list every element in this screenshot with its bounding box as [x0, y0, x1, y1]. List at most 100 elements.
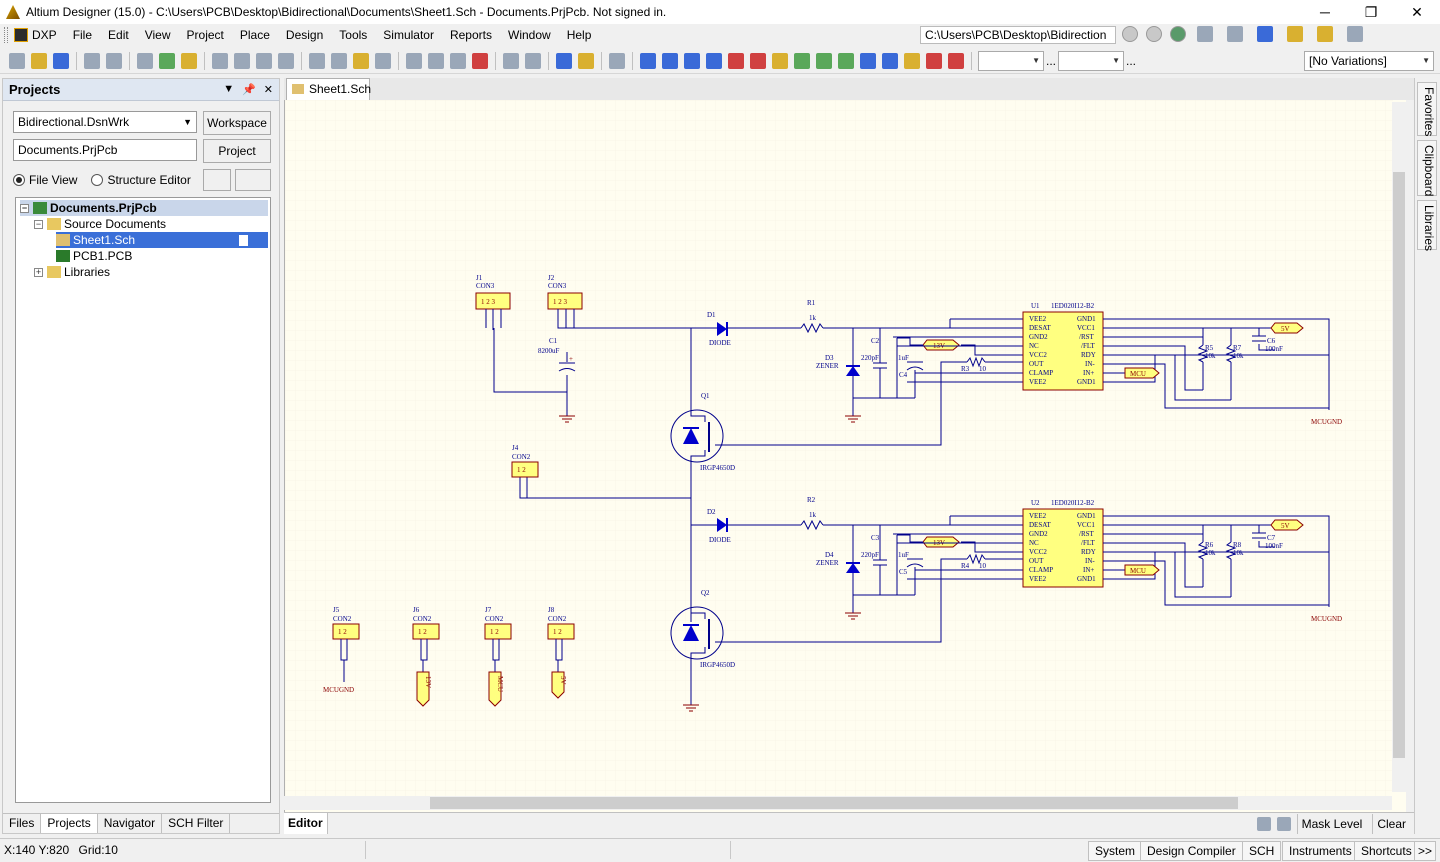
- panel-close-icon[interactable]: ✕: [263, 84, 273, 96]
- cross-probe-icon[interactable]: [578, 52, 594, 69]
- connector-j8[interactable]: J8 CON2 1 2: [547, 606, 575, 640]
- compile-icon[interactable]: [203, 169, 231, 191]
- menu-dxp[interactable]: DXP: [12, 24, 65, 46]
- resistor-r1[interactable]: R1 1k: [800, 299, 824, 334]
- menu-simulator[interactable]: Simulator: [383, 28, 434, 42]
- 3d-view-icon[interactable]: [137, 52, 153, 69]
- align-tools-icon[interactable]: [1227, 26, 1243, 42]
- port-5v-3[interactable]: 5V: [551, 671, 567, 699]
- zoom-selected-icon[interactable]: [256, 52, 272, 69]
- copy-icon[interactable]: [331, 52, 347, 69]
- structure-editor-radio[interactable]: [91, 174, 104, 186]
- place-sheet-entry-icon[interactable]: [816, 52, 832, 69]
- project-options-icon[interactable]: [235, 169, 271, 191]
- igbt-q2[interactable]: Q2 IRGP4650D: [670, 589, 735, 669]
- connector-j7[interactable]: J7 CON2 1 2: [484, 606, 512, 640]
- status-instruments-button[interactable]: Instruments: [1282, 841, 1359, 861]
- close-button[interactable]: ✕: [1411, 3, 1423, 20]
- vertical-scroll-thumb[interactable]: [1393, 172, 1405, 758]
- workspace-button[interactable]: Workspace: [203, 111, 271, 135]
- pin-icon[interactable]: 📌: [242, 84, 256, 96]
- menu-tools[interactable]: Tools: [339, 28, 368, 42]
- cut-icon[interactable]: [309, 52, 325, 69]
- minimize-button[interactable]: ─: [1320, 4, 1330, 20]
- side-tab-clipboard[interactable]: Clipboard: [1417, 140, 1437, 196]
- panel-menu-icon[interactable]: ▼: [223, 83, 235, 95]
- capacitor-c6[interactable]: C6 100nF: [1252, 335, 1283, 353]
- place-directive-icon[interactable]: [948, 52, 964, 69]
- menu-reports[interactable]: Reports: [449, 28, 492, 42]
- vertical-scrollbar[interactable]: [1392, 102, 1406, 792]
- menu-view[interactable]: View: [144, 28, 171, 42]
- power-ports-icon[interactable]: [1257, 26, 1273, 42]
- connector-j1[interactable]: J1 CON3 1 2 3: [475, 274, 511, 310]
- ic-u1[interactable]: U1 1ED020I12-B2 VEE2 DESAT GND2 NC VCC2 …: [1022, 302, 1104, 391]
- igbt-q1[interactable]: Q1 IRGP4650D: [670, 392, 735, 472]
- menu-project[interactable]: Project: [186, 28, 224, 42]
- menu-place[interactable]: Place: [239, 28, 270, 42]
- ic-u2[interactable]: U2 1ED020I12-B2 VEE2 DESAT GND2 NC VCC2 …: [1022, 499, 1104, 588]
- port-13v-1[interactable]: 13V: [922, 339, 960, 351]
- place-net-label-icon[interactable]: [706, 52, 722, 69]
- menu-grip[interactable]: [4, 27, 8, 43]
- tab-files[interactable]: Files: [3, 814, 42, 833]
- port-13v-3[interactable]: 13V: [416, 671, 432, 707]
- side-tab-libraries[interactable]: Libraries: [1417, 200, 1437, 251]
- status-design-compiler-button[interactable]: Design Compiler: [1140, 841, 1243, 861]
- port-mcu-3[interactable]: MCU: [488, 671, 504, 707]
- port-mcu-2[interactable]: MCU: [1124, 564, 1160, 576]
- port-5v-2[interactable]: 5V: [1270, 519, 1304, 531]
- place-vcc-icon[interactable]: [750, 52, 766, 69]
- menu-design[interactable]: Design: [285, 28, 324, 42]
- port-mcu-1[interactable]: MCU: [1124, 367, 1160, 379]
- undo-icon[interactable]: [503, 52, 519, 69]
- resistor-r2[interactable]: R2 1k: [800, 496, 824, 531]
- back-icon[interactable]: [1122, 26, 1138, 42]
- open-folder-icon[interactable]: [31, 52, 47, 69]
- place-gnd-icon[interactable]: [728, 52, 744, 69]
- workspace-select[interactable]: Bidirectional.DsnWrk ▼: [13, 111, 197, 133]
- toolbar-ellipsis-2[interactable]: ...: [1126, 53, 1137, 68]
- port-5v-1[interactable]: 5V: [1270, 322, 1304, 334]
- tab-sch-filter[interactable]: SCH Filter: [162, 814, 231, 833]
- schematic-canvas[interactable]: J1 CON3 1 2 3 J2 CON3 1 2 3 C1 8200uF +: [285, 100, 1393, 796]
- library-browse-icon[interactable]: [609, 52, 625, 69]
- filter-icon[interactable]: [1276, 816, 1291, 831]
- variations-select[interactable]: [No Variations]: [1304, 51, 1434, 71]
- place-bus-entry-icon[interactable]: [684, 52, 700, 69]
- capacitor-c4[interactable]: 1uF C4: [898, 354, 924, 379]
- menu-window[interactable]: Window: [508, 28, 551, 42]
- tree-source-documents[interactable]: − Source Documents: [34, 216, 166, 232]
- place-harness-icon[interactable]: [860, 52, 876, 69]
- forward-icon[interactable]: [1146, 26, 1162, 42]
- project-field[interactable]: Documents.PrjPcb: [13, 139, 197, 161]
- resistor-r3[interactable]: R3 10: [961, 356, 987, 373]
- print-preview-icon[interactable]: [106, 52, 122, 69]
- hierarchy-icon[interactable]: [556, 52, 572, 69]
- mask-level-button[interactable]: Mask Level: [1296, 813, 1367, 834]
- tree-libraries[interactable]: + Libraries: [34, 264, 110, 280]
- menu-help[interactable]: Help: [566, 28, 592, 42]
- grid-icon[interactable]: [1347, 26, 1363, 42]
- collapse-icon[interactable]: −: [34, 218, 43, 229]
- home-icon[interactable]: [1170, 26, 1186, 42]
- menu-file[interactable]: File: [72, 28, 93, 42]
- capacitor-c7[interactable]: C7 100nF: [1252, 532, 1283, 550]
- resistor-r5[interactable]: R5 10k: [1197, 344, 1216, 363]
- status-sch-button[interactable]: SCH: [1242, 841, 1282, 861]
- zoom-area-icon[interactable]: [234, 52, 250, 69]
- save-icon[interactable]: [53, 52, 69, 69]
- resistor-r8[interactable]: R8 10k: [1225, 541, 1244, 560]
- rubber-stamp-icon[interactable]: [375, 52, 391, 69]
- capacitor-c1[interactable]: C1 8200uF +: [538, 337, 576, 372]
- document-path-field[interactable]: C:\Users\PCB\Desktop\Bidirection: [920, 26, 1116, 44]
- tree-pcb1[interactable]: PCB1.PCB: [56, 248, 132, 264]
- diode-d1[interactable]: D1 DIODE: [707, 311, 731, 347]
- print-icon[interactable]: [84, 52, 100, 69]
- tab-editor[interactable]: Editor: [284, 813, 328, 834]
- highlight-pen-icon[interactable]: [1256, 816, 1271, 831]
- place-off-sheet-icon[interactable]: [904, 52, 920, 69]
- move-icon[interactable]: [428, 52, 444, 69]
- move-selection-icon[interactable]: [450, 52, 466, 69]
- resistor-r7[interactable]: R7 10k: [1225, 344, 1244, 363]
